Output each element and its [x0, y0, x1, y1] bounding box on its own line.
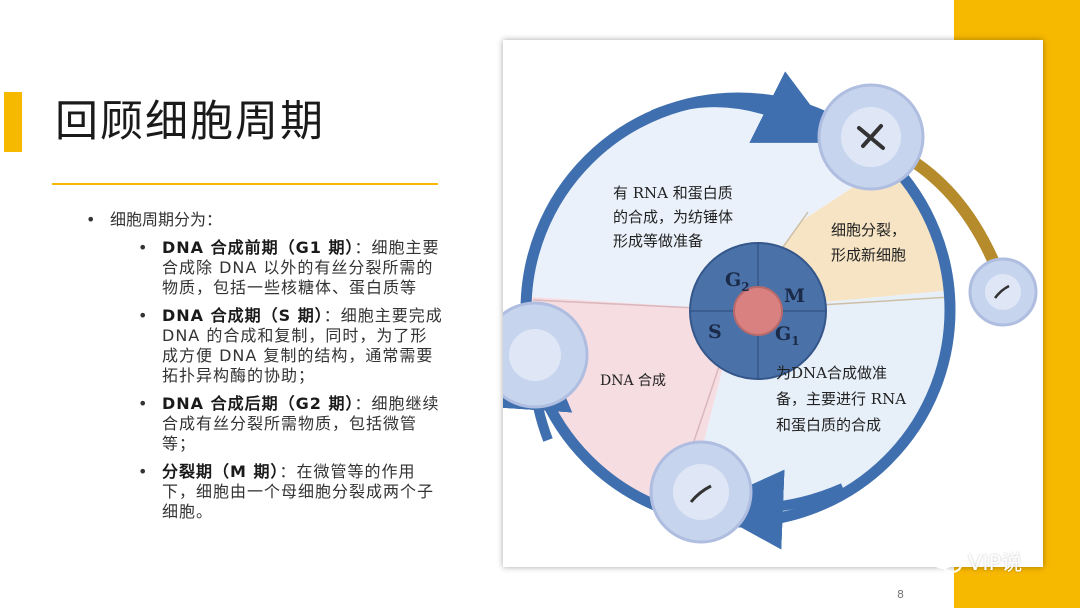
nucleus-icon [733, 286, 783, 336]
list-item-m: 分裂期（M 期）：在微管等的作用下，细胞由一个母细胞分裂成两个子细胞。 [138, 462, 444, 522]
bullet-intro: 细胞周期分为： [86, 210, 456, 230]
cell-cycle-svg: G2 M S G1 有 RNA 和蛋白质 的合成，为纺锤体 形成等做准备 细胞分… [503, 71, 1038, 550]
cell-left [503, 301, 589, 409]
phase-desc: 细胞继续合成有丝分裂所需物质，包括微管等； [162, 394, 440, 453]
cell-cycle-diagram: G2 M S G1 有 RNA 和蛋白质 的合成，为纺锤体 形成等做准备 细胞分… [503, 40, 1043, 567]
phase-term: 分裂期（M 期） [162, 462, 280, 481]
phase-desc: 细胞主要完成 DNA 的合成和复制，同时，为了形成方便 DNA 复制的结构，通常… [162, 306, 443, 385]
text-g1-3: 和蛋白质的合成 [776, 416, 881, 434]
ring-arrow-bottom [703, 469, 846, 550]
text-s: DNA 合成 [600, 373, 666, 389]
watermark-text: VIP说 [968, 551, 1023, 575]
label-m: M [784, 285, 805, 307]
text-g1-2: 备，主要进行 RNA [776, 390, 906, 408]
phase-term: DNA 合成前期（G1 期） [162, 238, 355, 257]
title-accent-bar [4, 92, 22, 152]
wechat-icon [932, 551, 962, 573]
chromatin-icon [994, 284, 1010, 299]
slide-title: 回顾细胞周期 [55, 97, 325, 147]
content-text: 细胞周期分为： DNA 合成前期（G1 期）：细胞主要合成除 DNA 以外的有丝… [86, 210, 456, 530]
sector-m [738, 115, 950, 310]
cell-top [817, 83, 925, 191]
phase-hub: G2 M S G1 [689, 242, 827, 380]
phase-desc: 在微管等的作用下，细胞由一个母细胞分裂成两个子细胞。 [162, 462, 435, 521]
watermark: VIP说 [932, 547, 1022, 577]
cell-bottom [649, 440, 753, 544]
phase-desc: 细胞主要合成除 DNA 以外的有丝分裂所需的物质，包括一些核糖体、蛋白质等 [162, 238, 440, 297]
chromatin-icon [689, 484, 712, 503]
page-number: 8 [897, 588, 904, 601]
list-item-s: DNA 合成期（S 期）：细胞主要完成 DNA 的合成和复制，同时，为了形成方便… [138, 306, 444, 386]
text-g2-2: 的合成，为纺锤体 [613, 208, 733, 226]
phase-sep: ： [323, 306, 341, 325]
text-g2-1: 有 RNA 和蛋白质 [613, 184, 733, 202]
text-g2-3: 形成等做准备 [613, 232, 703, 250]
list-item-g2: DNA 合成后期（G2 期）：细胞继续合成有丝分裂所需物质，包括微管等； [138, 394, 444, 454]
text-m-1: 细胞分裂， [831, 221, 906, 239]
title-underline [52, 183, 438, 185]
ring-arrow-top [651, 71, 839, 143]
phase-sep: ： [354, 394, 372, 413]
phase-sep: ： [279, 462, 297, 481]
text-m-2: 形成新细胞 [831, 246, 906, 264]
phase-term: DNA 合成后期（G2 期） [162, 394, 355, 413]
chromosome-icon [857, 124, 885, 150]
phase-term: DNA 合成期（S 期） [162, 306, 324, 325]
list-item-g1: DNA 合成前期（G1 期）：细胞主要合成除 DNA 以外的有丝分裂所需的物质，… [138, 238, 444, 298]
label-g2: G2 [725, 269, 750, 294]
phase-list: DNA 合成前期（G1 期）：细胞主要合成除 DNA 以外的有丝分裂所需的物质，… [86, 238, 456, 522]
cell-right [968, 257, 1038, 327]
phase-sep: ： [354, 238, 372, 257]
label-g1: G1 [775, 323, 800, 348]
text-g1-1: 为DNA合成做准 [776, 364, 887, 382]
label-s: S [708, 321, 722, 343]
